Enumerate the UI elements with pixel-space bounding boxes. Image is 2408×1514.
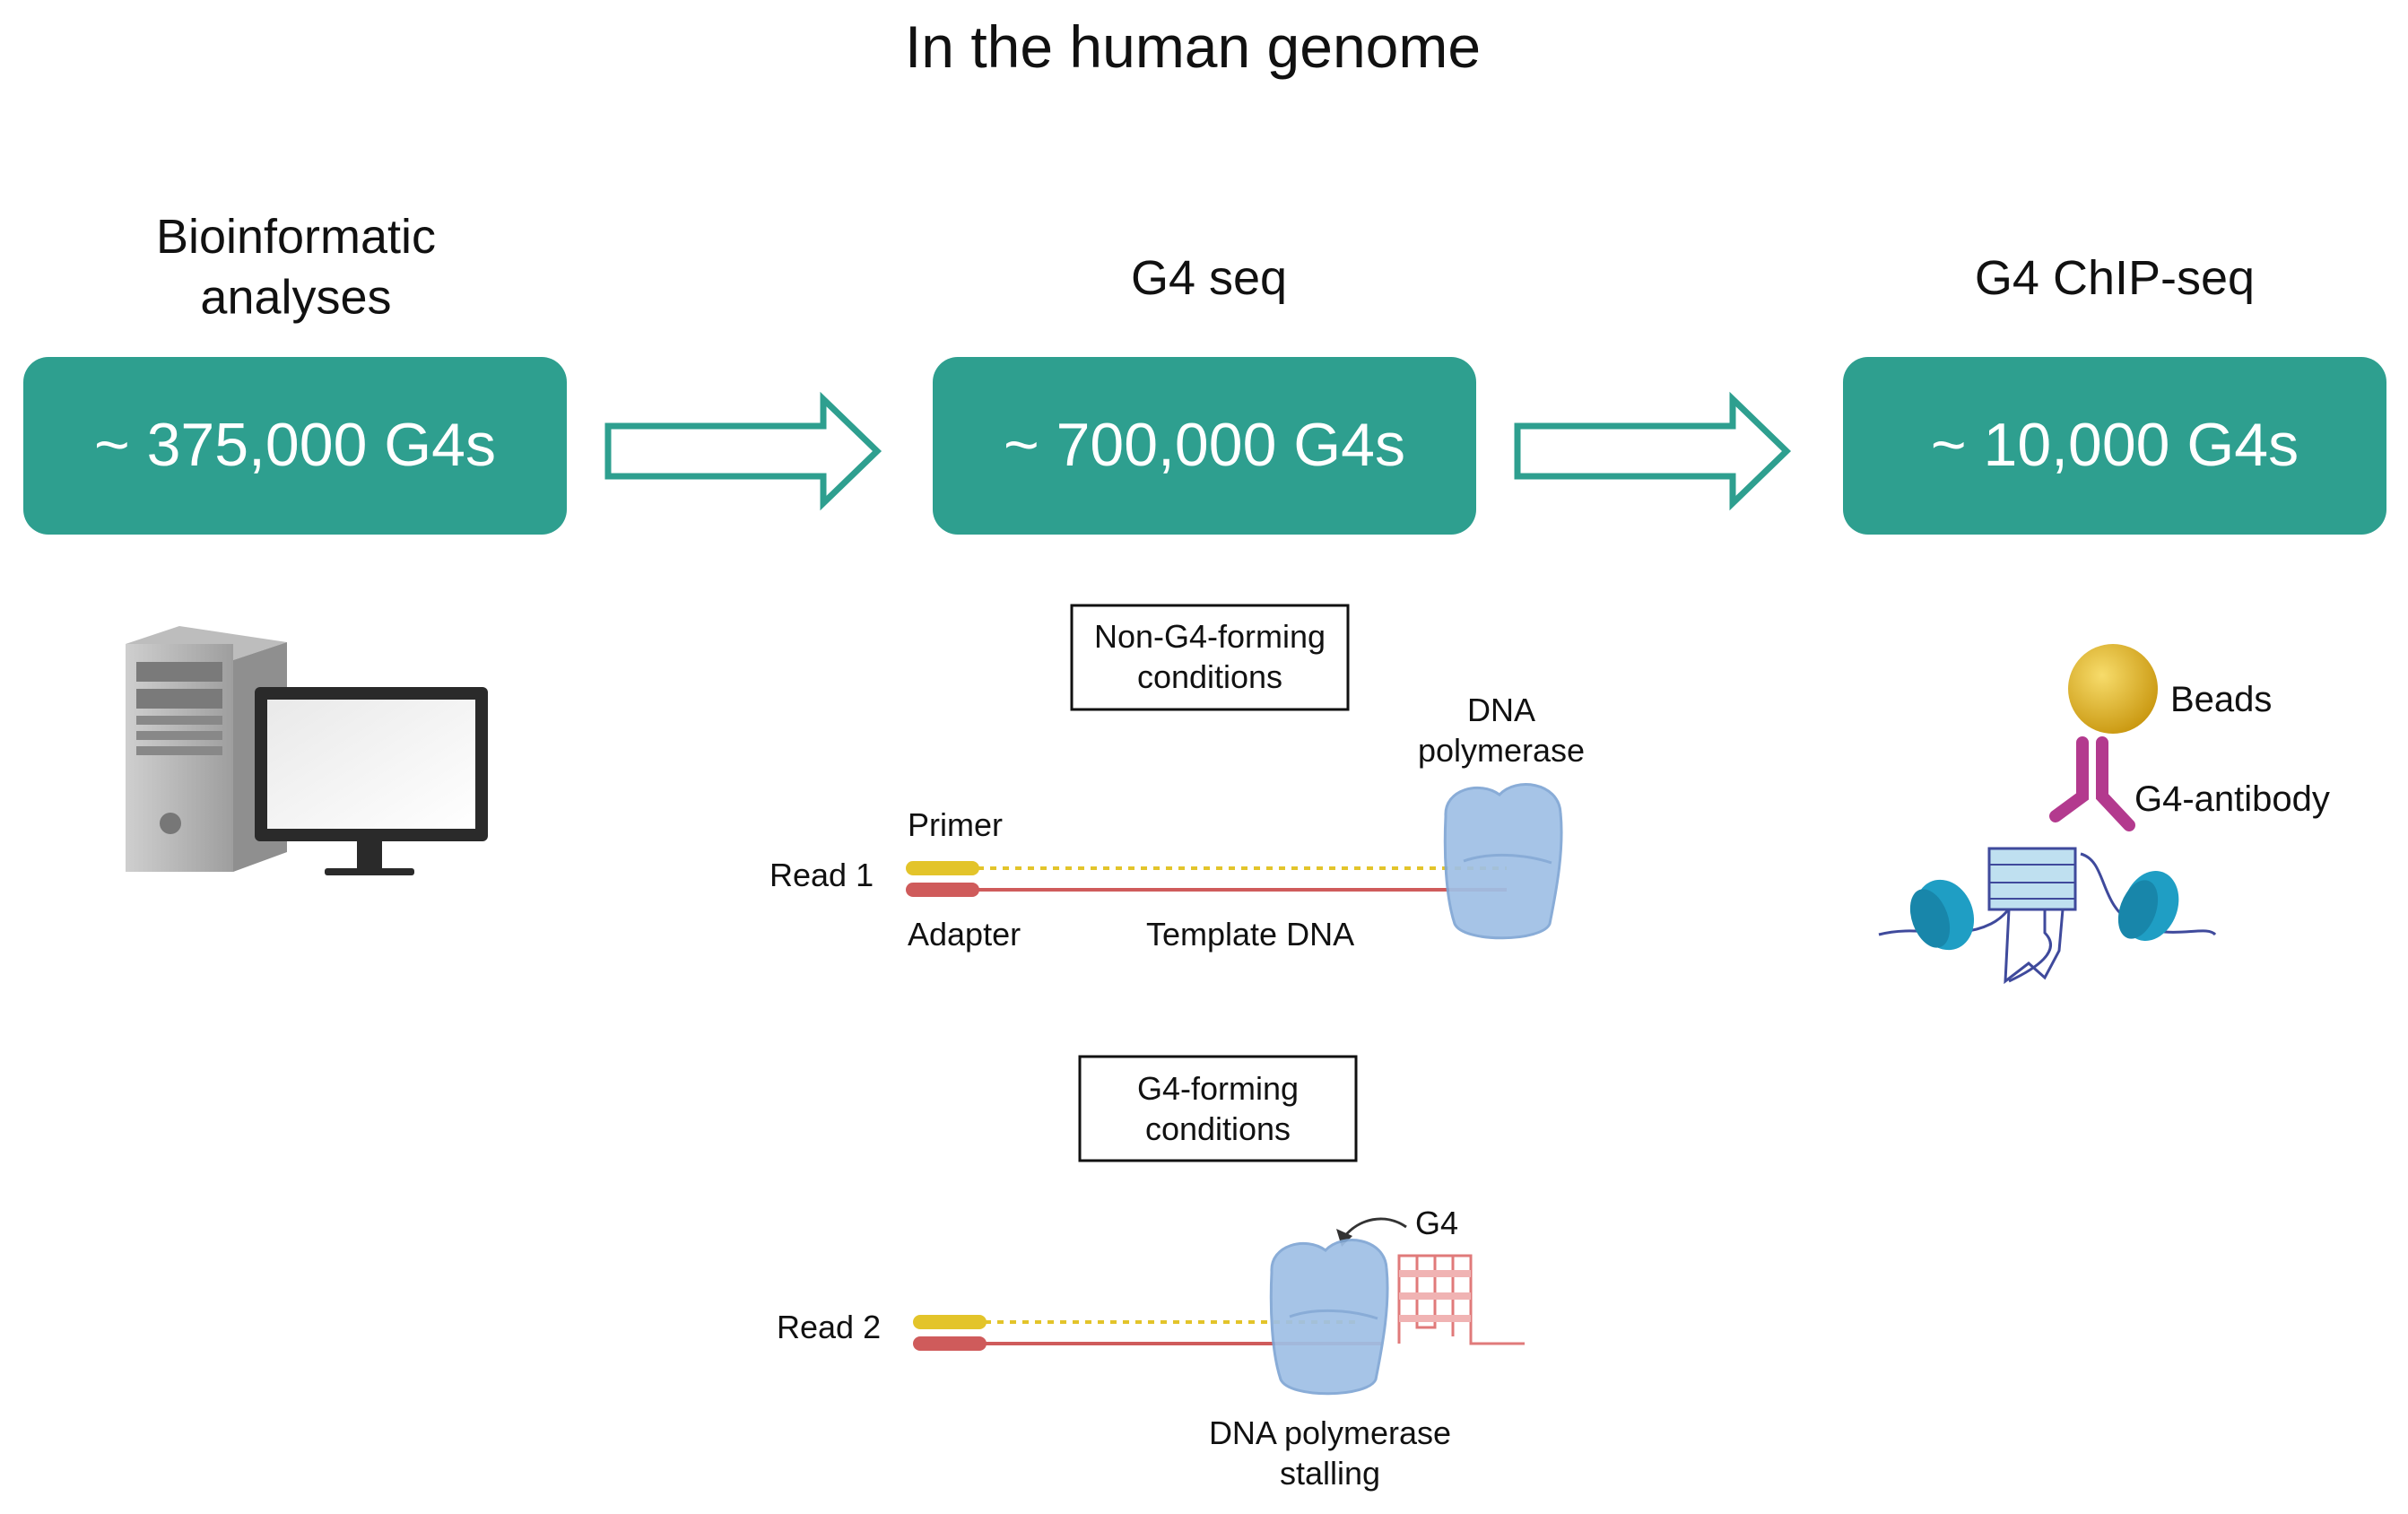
count-box-g4seq: ~ 700,000 G4s xyxy=(933,357,1476,535)
count-label-bioinformatic: ~ 375,000 G4s xyxy=(94,411,496,479)
template-dna-label: Template DNA xyxy=(1146,916,1354,953)
g4-structure xyxy=(1397,1254,1525,1345)
read-1-primer xyxy=(906,861,979,875)
count-label-chipseq: ~ 10,000 G4s xyxy=(1931,411,2299,479)
flow-arrow-2 xyxy=(1514,391,1792,511)
flow-arrow-1 xyxy=(604,391,882,511)
beads-label: Beads xyxy=(2170,680,2272,719)
g4-conditions-box xyxy=(1078,1055,1358,1162)
read-2-label: Read 2 xyxy=(777,1309,881,1345)
nucleosome-left-icon xyxy=(1909,879,1975,951)
dna-polymerase-1 xyxy=(1443,783,1563,940)
bead-icon xyxy=(2068,644,2158,734)
count-box-chipseq: ~ 10,000 G4s xyxy=(1843,357,2386,535)
adapter-label: Adapter xyxy=(908,916,1021,953)
curved-arrow-icon xyxy=(1342,1217,1407,1239)
count-box-bioinformatic: ~ 375,000 G4s xyxy=(23,357,567,535)
read-2-adapter xyxy=(913,1336,987,1351)
read-1-label: Read 1 xyxy=(769,857,874,893)
non-g4-conditions-box xyxy=(1070,604,1350,711)
nucleosome-right-icon xyxy=(2117,871,2179,941)
antibody-icon xyxy=(2049,736,2135,831)
g4-antibody-label: G4-antibody xyxy=(2134,779,2330,819)
read-1-adapter xyxy=(906,883,979,897)
primer-label: Primer xyxy=(908,806,1003,843)
g4-label: G4 xyxy=(1415,1205,1458,1241)
diagram-title: In the human genome xyxy=(905,13,1481,80)
stage-heading-chipseq: G4 ChIP-seq xyxy=(1975,251,2255,305)
read-2-primer xyxy=(913,1315,987,1329)
stage-heading-g4seq: G4 seq xyxy=(1131,251,1287,305)
count-label-g4seq: ~ 700,000 G4s xyxy=(1004,411,1405,479)
dna-polymerase-2 xyxy=(1269,1239,1389,1396)
g4-in-chromatin xyxy=(1987,847,2077,985)
computer-icon xyxy=(126,626,488,875)
chip-diagram: Beads G4-antibody xyxy=(1878,644,2330,985)
